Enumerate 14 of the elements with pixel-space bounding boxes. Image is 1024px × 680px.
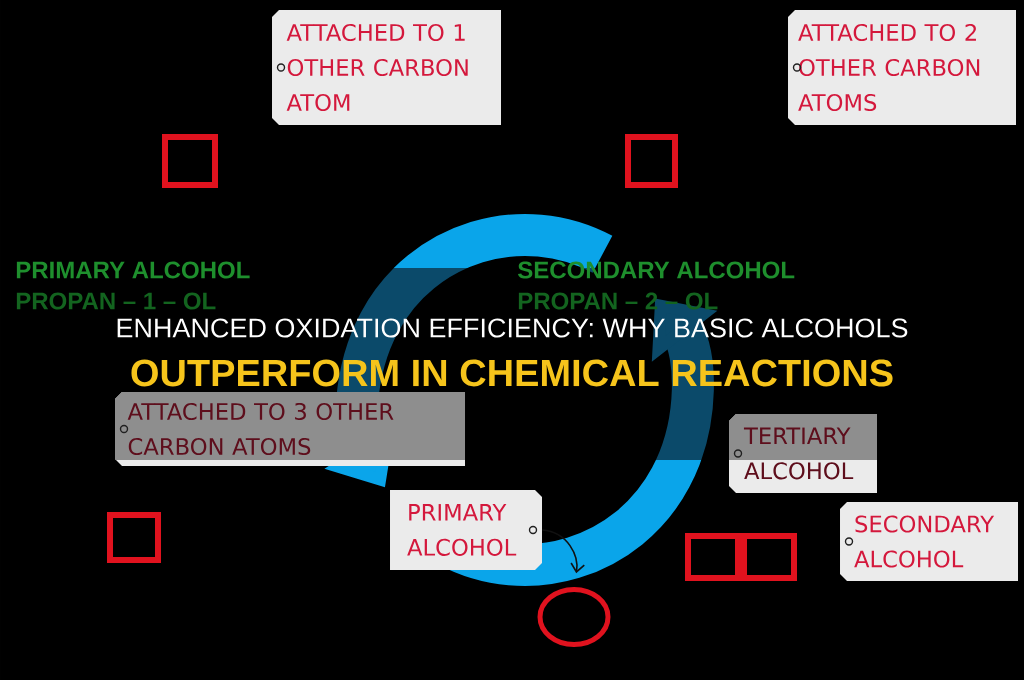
structure-name: PRIMARY ALCOHOL: [16, 261, 250, 279]
tag-label: SECONDARY ALCOHOL: [840, 502, 1018, 581]
circle-outline: [537, 587, 611, 647]
tag-label: ATTACHED TO 3 OTHER CARBON ATOMS: [115, 392, 465, 466]
tag-label: ATTACHED TO 2 OTHER CARBON ATOMS: [788, 10, 1016, 125]
compound-name: PROPAN – 2 – OL: [518, 292, 718, 310]
tag-label: TERTIARY ALCOHOL: [729, 414, 877, 493]
tag-label: PRIMARY ALCOHOL: [390, 490, 542, 570]
title-text: ENHANCED OXIDATION EFFICIENCY: WHY BASIC ALCOHOLS: [117, 318, 908, 338]
title-text: OUTPERFORM IN CHEMICAL REACTIONS: [131, 359, 893, 387]
compound-name: PROPAN – 1 – OL: [16, 292, 216, 310]
structure-name: SECONDARY ALCOHOL: [517, 261, 795, 279]
tag-label: ATTACHED TO 1 OTHER CARBON ATOM: [272, 10, 501, 125]
leader-arrow: [541, 529, 586, 574]
